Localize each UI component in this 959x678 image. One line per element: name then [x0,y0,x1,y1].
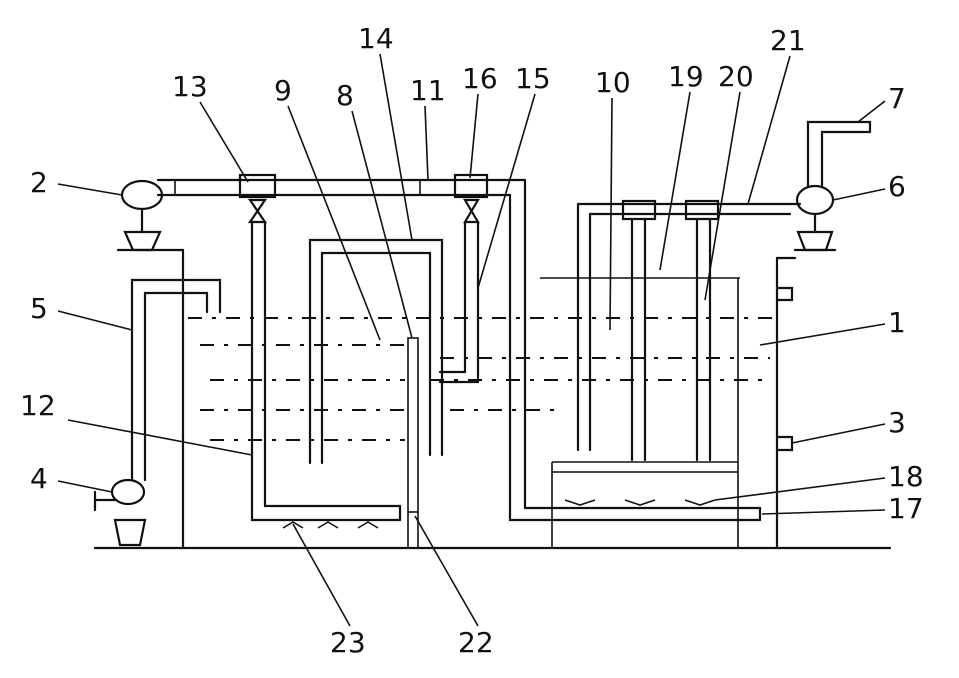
riser-pipe [130,278,222,482]
bottom-left-pump [93,478,147,547]
left-top-pump [116,179,185,252]
label-16: 16 [462,62,498,95]
labels: 1 2 3 4 5 6 7 8 9 10 11 12 13 14 15 16 1… [20,22,924,659]
label-17: 17 [888,492,924,525]
label-22: 22 [458,626,494,659]
water-surface [188,317,775,441]
siphon-pipe [308,238,444,465]
label-12: 12 [20,389,56,422]
diffusers [564,499,716,506]
partition-wall [407,337,419,549]
right-top-pump [793,120,872,252]
right-compartment [540,277,740,548]
main-tank [181,248,797,550]
label-11: 11 [410,74,446,107]
label-4: 4 [30,462,48,495]
wall-flange-lower [775,435,794,452]
label-5: 5 [30,292,48,325]
wall-flange-upper [775,286,794,302]
label-7: 7 [888,82,906,115]
bottom-distributor-pipe [508,178,762,522]
aeration-pipe [250,504,402,522]
label-14: 14 [358,22,394,55]
label-23: 23 [330,626,366,659]
label-3: 3 [888,406,906,439]
label-18: 18 [888,460,924,493]
label-6: 6 [888,170,906,203]
label-19: 19 [668,60,704,93]
main-horizontal-pipe [156,178,527,197]
label-1: 1 [888,306,906,339]
label-13: 13 [172,70,208,103]
tee-16 [438,173,489,384]
leader-lines [57,53,886,627]
label-9: 9 [274,74,292,107]
label-2: 2 [30,166,48,199]
aeration-nozzles [282,521,379,529]
tee-13 [238,173,277,522]
label-21: 21 [770,24,806,57]
right-manifold [576,199,802,462]
label-15: 15 [515,62,551,95]
label-10: 10 [595,66,631,99]
label-8: 8 [336,79,354,112]
label-20: 20 [718,60,754,93]
